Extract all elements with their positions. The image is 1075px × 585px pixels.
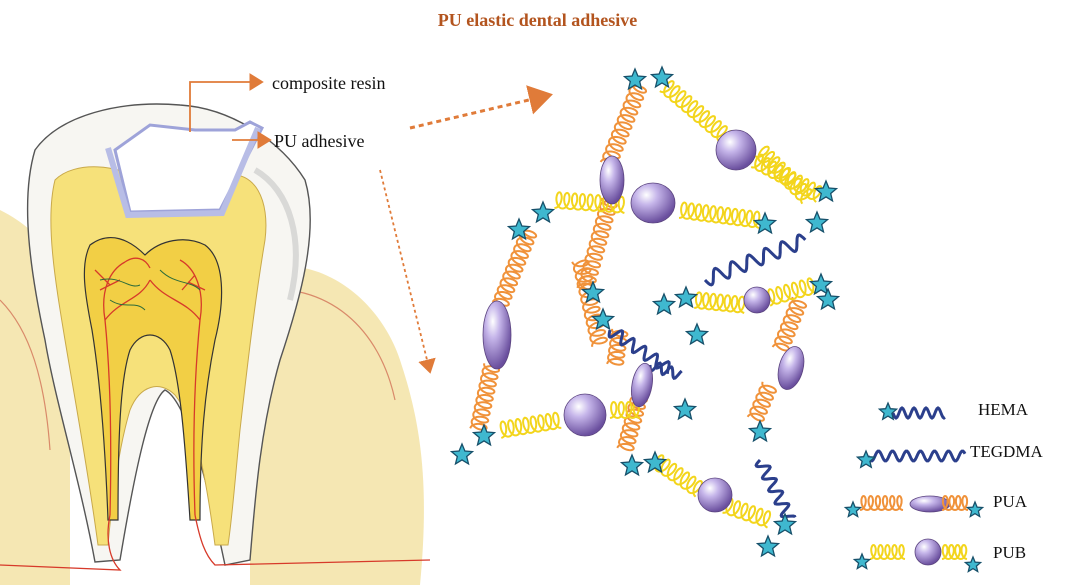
bead-segment xyxy=(600,156,624,204)
bead-segment xyxy=(698,478,732,512)
star-end-group xyxy=(675,399,696,419)
star-end-group xyxy=(755,213,776,233)
star-end-group xyxy=(758,536,779,556)
star-end-group xyxy=(652,67,673,87)
wave-segment xyxy=(705,235,805,285)
spring-segment xyxy=(679,203,759,228)
composite-resin-label: composite resin xyxy=(272,73,385,94)
spring-segment xyxy=(748,382,776,421)
spring-segment xyxy=(860,496,903,510)
tooth-illustration xyxy=(0,104,430,585)
star-end-group xyxy=(533,202,554,222)
bead-segment xyxy=(915,539,941,565)
diagram-title: PU elastic dental adhesive xyxy=(0,10,1075,31)
star-end-group xyxy=(967,502,982,517)
spring-segment xyxy=(501,413,562,438)
bead-segment xyxy=(631,183,675,223)
star-end-group xyxy=(845,502,860,517)
bead-segment xyxy=(744,287,770,313)
polymer-network xyxy=(452,67,839,556)
star-end-group xyxy=(622,455,643,475)
legend-label-pua: PUA xyxy=(993,492,1027,512)
legend-icons xyxy=(845,403,982,572)
wave-segment xyxy=(893,408,945,418)
star-end-group xyxy=(676,287,697,307)
bead-segment xyxy=(564,394,606,436)
pu-adhesive-label: PU adhesive xyxy=(274,131,364,152)
star-end-group xyxy=(965,557,980,572)
zoom-arrow-upper xyxy=(410,95,550,128)
star-end-group xyxy=(750,421,771,441)
spring-segment xyxy=(942,545,967,559)
star-end-group xyxy=(816,181,837,201)
spring-segment xyxy=(601,82,646,165)
star-end-group xyxy=(452,444,473,464)
wave-segment xyxy=(868,451,965,461)
bead-segment xyxy=(774,344,809,393)
spring-segment xyxy=(694,292,744,313)
star-end-group xyxy=(654,294,675,314)
legend-label-hema: HEMA xyxy=(978,400,1028,420)
star-end-group xyxy=(687,324,708,344)
spring-segment xyxy=(470,363,499,430)
legend-label-tegdma: TEGDMA xyxy=(970,442,1043,462)
star-end-group xyxy=(807,212,828,232)
spring-segment xyxy=(870,545,905,559)
legend-label-pub: PUB xyxy=(993,543,1026,563)
bead-segment xyxy=(483,301,511,369)
star-end-group xyxy=(857,451,874,467)
spring-segment xyxy=(493,227,536,306)
star-end-group xyxy=(818,289,839,309)
star-end-group xyxy=(854,554,869,569)
bead-segment xyxy=(716,130,756,170)
spring-segment xyxy=(773,297,807,351)
